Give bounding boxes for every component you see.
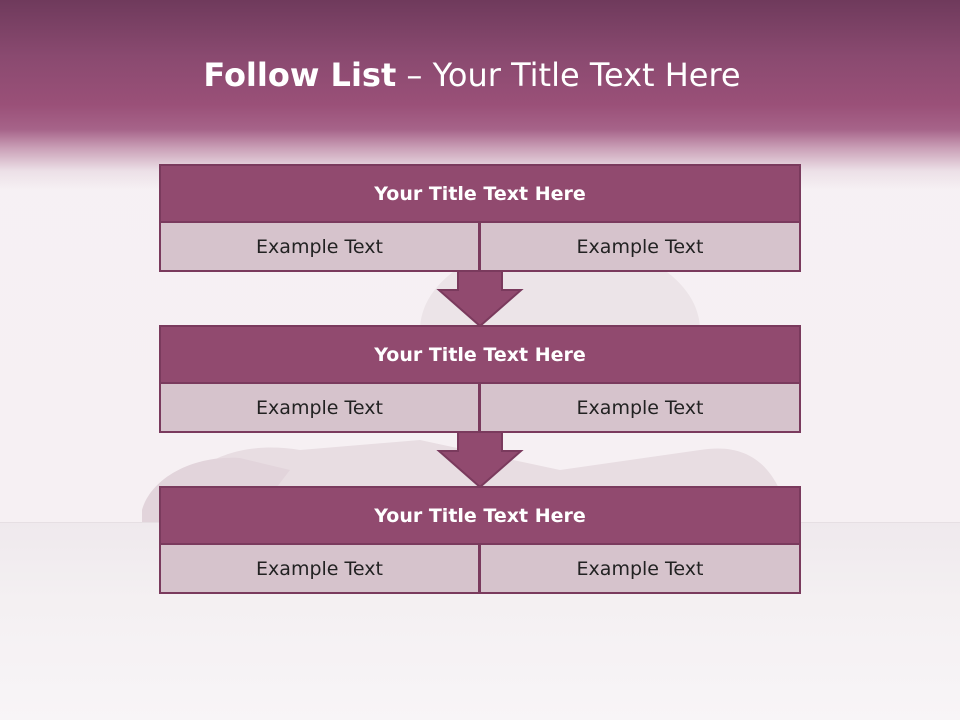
title-separator: – [396,56,433,94]
down-arrow-icon [436,431,524,489]
block-cell-right: Example Text [479,221,801,272]
block-cell-left: Example Text [159,382,480,433]
block-title: Your Title Text Here [159,164,801,223]
block-cell-right: Example Text [479,543,801,594]
down-arrow-icon [436,270,524,328]
block-title: Your Title Text Here [159,325,801,384]
title-bold: Follow List [203,56,397,94]
title-rest: Your Title Text Here [432,56,741,94]
block-title: Your Title Text Here [159,486,801,545]
block-cell-left: Example Text [159,221,480,272]
block-cell-right: Example Text [479,382,801,433]
slide-title: Follow List – Your Title Text Here [0,52,944,98]
header-band [0,0,960,190]
block-cell-left: Example Text [159,543,480,594]
